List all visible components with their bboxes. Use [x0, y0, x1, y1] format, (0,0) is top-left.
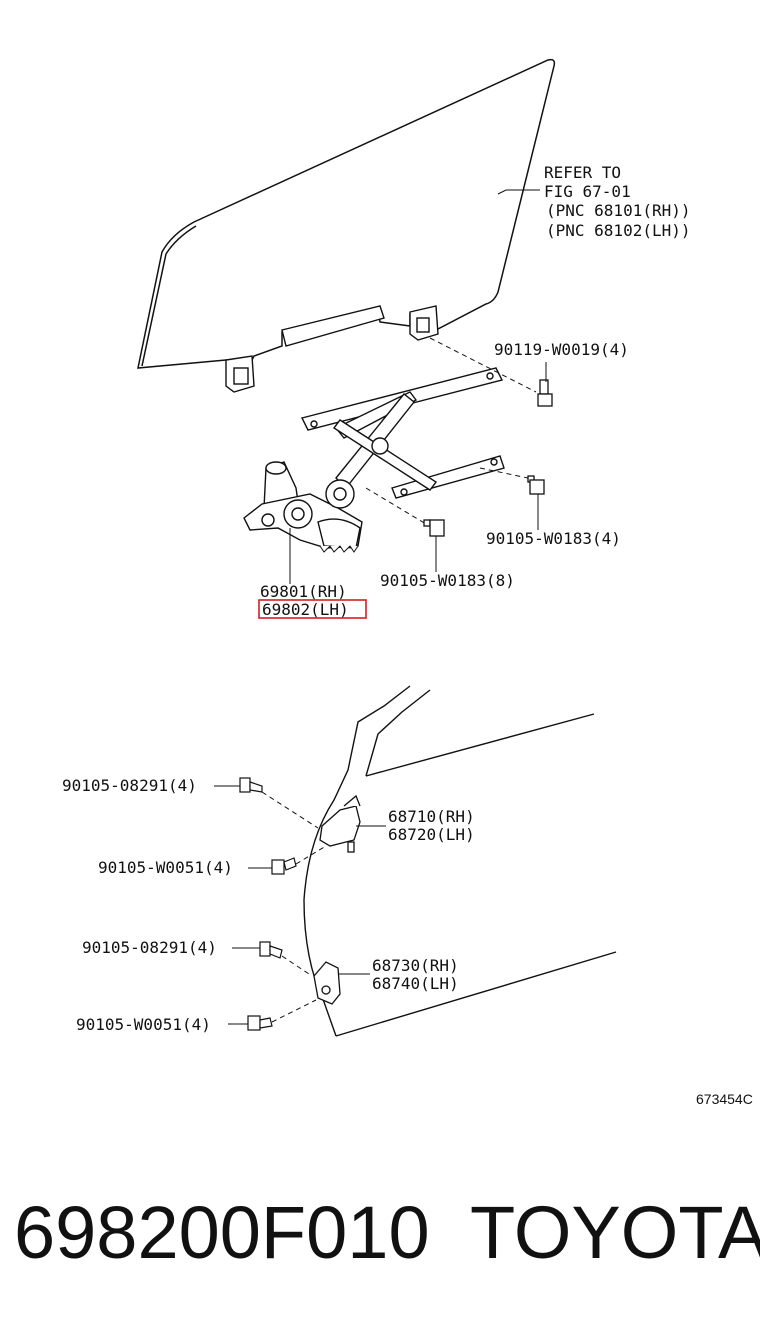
upper-hinge — [319, 794, 361, 853]
part-number: 698200F010 — [14, 1191, 430, 1274]
bolt-90119 — [537, 379, 553, 407]
label-upper-bolt-08291: 90105-08291(4) — [62, 776, 197, 795]
label-lower-bolt-08291: 90105-08291(4) — [82, 938, 217, 957]
refer-line-3: (PNC 68101(RH)) — [546, 201, 691, 220]
label-bolt-90119: 90119-W0019(4) — [494, 340, 629, 359]
label-regulator-rh: 69801(RH) — [260, 582, 347, 601]
figure-id: 673454C — [696, 1091, 753, 1107]
bolt-w0183-4 — [527, 475, 545, 495]
refer-line-2: FIG 67-01 — [544, 182, 631, 201]
label-upper-bolt-w0051: 90105-W0051(4) — [98, 858, 233, 877]
lower-hinge — [313, 961, 341, 1005]
solid-leaders-lower — [214, 785, 386, 1025]
bolt-w0183-8 — [423, 519, 445, 537]
upper-bolt-08291 — [239, 777, 263, 793]
label-lower-bolt-w0051: 90105-W0051(4) — [76, 1015, 211, 1034]
glass-bracket-left — [225, 355, 255, 393]
refer-line-1: REFER TO — [544, 163, 621, 182]
door-outline — [303, 685, 617, 1037]
glass-bracket-right — [409, 305, 439, 341]
window-regulator — [243, 367, 505, 553]
lower-bolt-08291 — [259, 941, 283, 959]
label-upper-hinge-lh: 68720(LH) — [388, 825, 475, 844]
label-upper-hinge-rh: 68710(RH) — [388, 807, 475, 826]
highlight-box — [258, 599, 367, 619]
label-bolt-w0183-4: 90105-W0183(4) — [486, 529, 621, 548]
upper-bolt-w0051 — [271, 857, 297, 875]
label-lower-hinge-lh: 68740(LH) — [372, 974, 459, 993]
leader-lines-upper — [365, 337, 537, 525]
lower-bolt-w0051 — [247, 1015, 273, 1031]
leader-lines-lower — [261, 791, 327, 1023]
label-lower-hinge-rh: 68730(RH) — [372, 956, 459, 975]
brand-name: TOYOTA — [470, 1191, 760, 1274]
refer-line-4: (PNC 68102(LH)) — [546, 221, 691, 240]
glass-channel — [281, 305, 385, 347]
label-bolt-w0183-8: 90105-W0183(8) — [380, 571, 515, 590]
label-regulator-lh: 69802(LH) — [262, 600, 349, 619]
solid-leaders-upper — [289, 189, 547, 584]
